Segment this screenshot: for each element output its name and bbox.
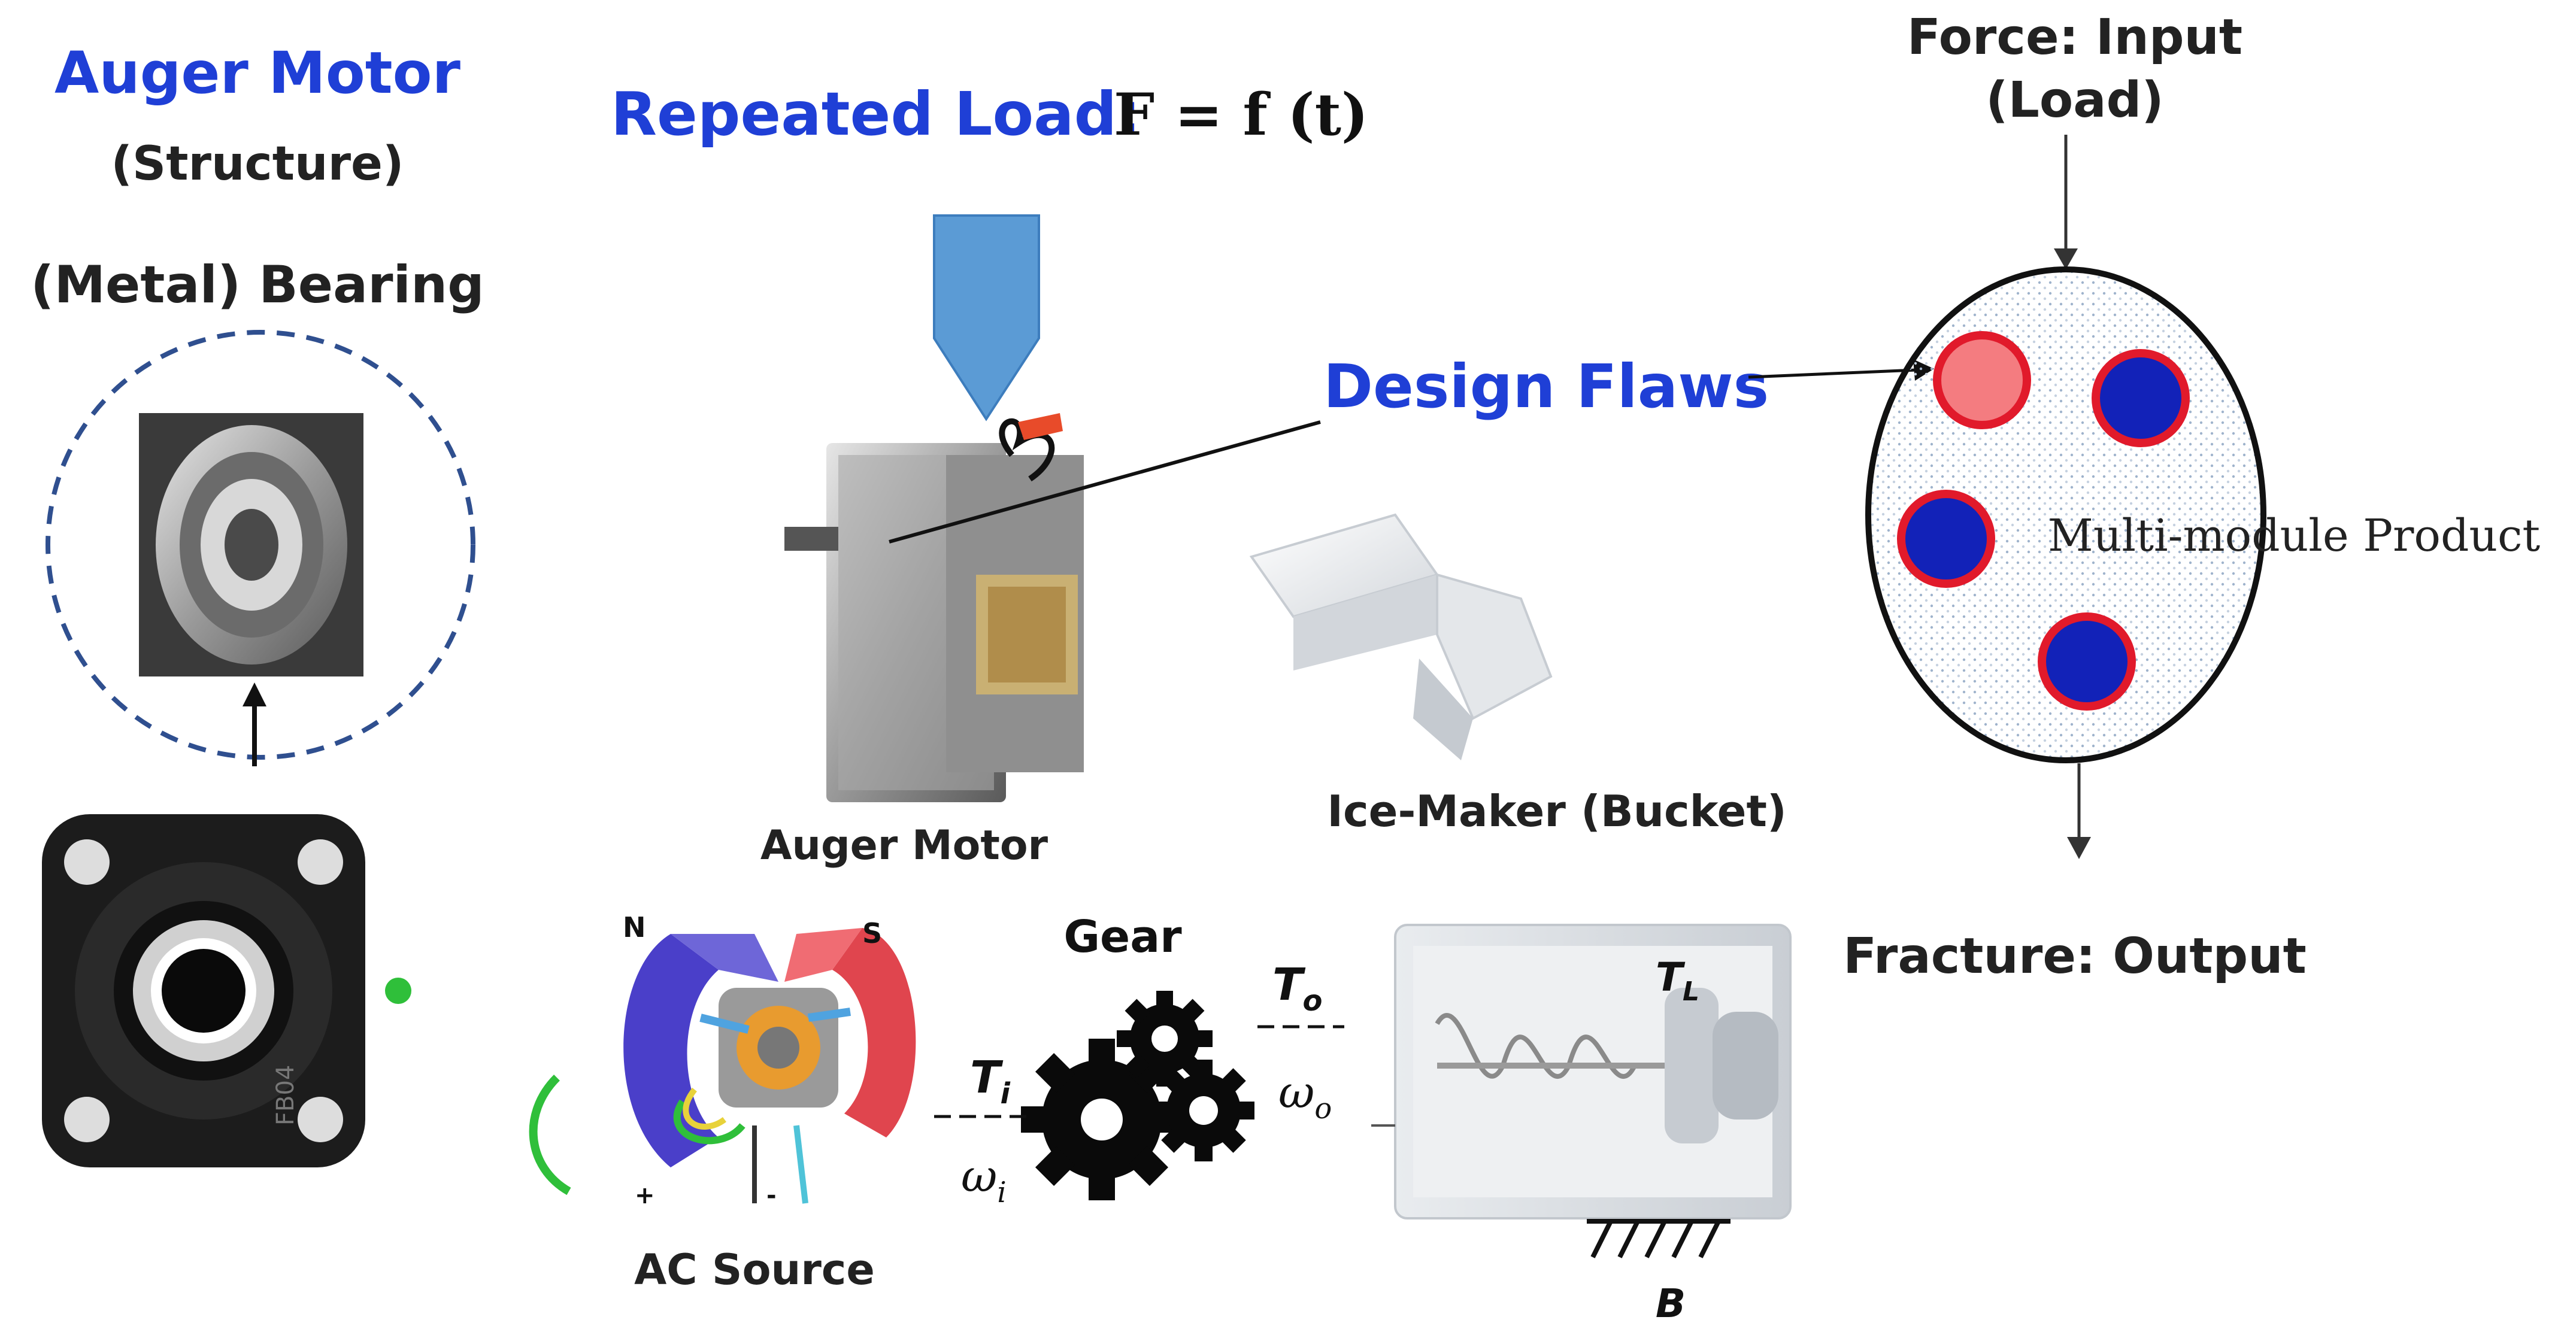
input-speed-label: ωi	[961, 1151, 1007, 1209]
auger-motor-title: Auger Motor	[54, 40, 461, 107]
load-torque-label: TL	[1656, 954, 1699, 1007]
input-torque-label: Ti	[970, 1052, 1010, 1111]
auger-motor-icon	[784, 413, 1084, 802]
repeated-load-heading: Repeated Load: F = f (t)	[611, 79, 1368, 149]
ac-source-label: AC Source	[634, 1245, 875, 1294]
output-torque-label: To	[1272, 959, 1322, 1018]
south-pole-label: S	[862, 917, 882, 949]
design-flaw-pointer-motor	[889, 420, 1321, 544]
fracture-output-label: Fracture: Output	[1843, 928, 2307, 985]
small-up-arrow-icon	[243, 682, 266, 766]
flange-bearing-icon: FB04	[42, 814, 411, 1167]
ice-maker-label: Ice-Maker (Bucket)	[1327, 786, 1787, 836]
flawed-module	[1933, 331, 2031, 429]
force-input-line2: (Load)	[1986, 72, 2164, 129]
base-label: B	[1656, 1281, 1686, 1327]
multi-module-product-label: Multi-module Product	[2048, 510, 2540, 562]
output-speed-label: ωo	[1278, 1067, 1332, 1125]
ice-bucket-icon	[1371, 924, 1792, 1219]
repeated-load-label: Repeated Load:	[611, 79, 1141, 149]
ac-motor-icon	[529, 928, 916, 1204]
module-left	[1897, 490, 1995, 588]
ice-maker-part-icon	[1249, 513, 1553, 760]
ground-support-icon	[1587, 1219, 1731, 1258]
north-pole-label: N	[623, 911, 646, 943]
module-bottom	[2038, 612, 2136, 711]
input-arrow-icon	[2054, 135, 2078, 269]
module-top-right	[2092, 349, 2190, 447]
structure-label: (Structure)	[111, 137, 404, 191]
bearing-closeup-icon	[139, 413, 363, 676]
force-input-line1: Force: Input	[1907, 9, 2242, 66]
gear-icon	[1021, 991, 1254, 1200]
bearing-engraving: FB04	[272, 1065, 299, 1125]
output-arrow-icon	[2067, 763, 2091, 859]
design-flaws-label: Design Flaws	[1323, 351, 1769, 421]
plus-terminal-label: +	[635, 1182, 655, 1209]
metal-bearing-label: (Metal) Bearing	[31, 255, 484, 315]
load-formula: F = f (t)	[1114, 81, 1368, 148]
load-down-arrow-icon	[933, 214, 1040, 421]
minus-terminal-label: -	[766, 1182, 777, 1209]
gear-label: Gear	[1063, 911, 1182, 963]
magnifier-dashed-circle	[46, 330, 475, 760]
auger-motor-caption: Auger Motor	[760, 822, 1048, 869]
